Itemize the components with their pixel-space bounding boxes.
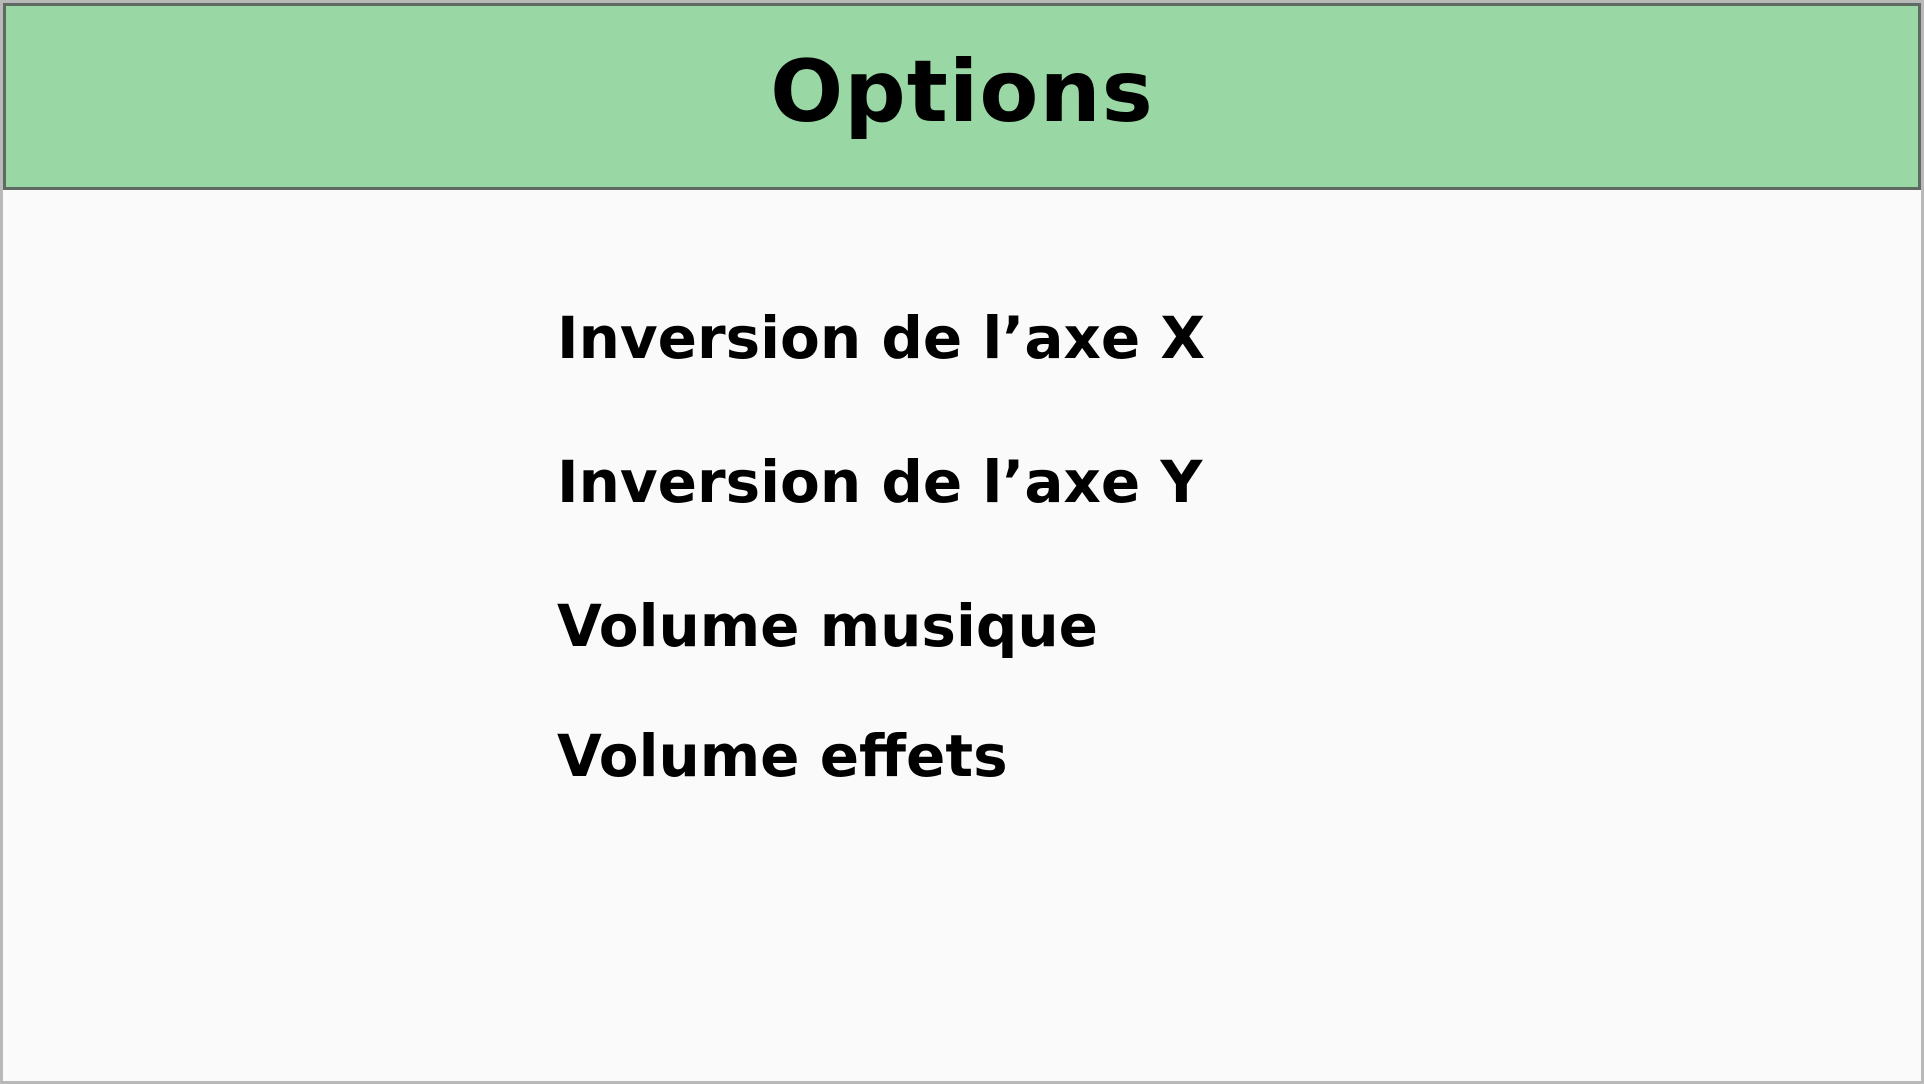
effects-volume-option[interactable]: Volume effets	[557, 722, 1008, 790]
options-menu: Inversion de l’axe X Inversion de l’axe …	[557, 303, 1205, 865]
music-volume-option[interactable]: Volume musique	[557, 592, 1098, 660]
invert-y-axis-option[interactable]: Inversion de l’axe Y	[557, 448, 1203, 516]
invert-x-axis-option[interactable]: Inversion de l’axe X	[557, 304, 1206, 372]
options-header: Options	[3, 3, 1921, 190]
page-title: Options	[770, 41, 1154, 142]
